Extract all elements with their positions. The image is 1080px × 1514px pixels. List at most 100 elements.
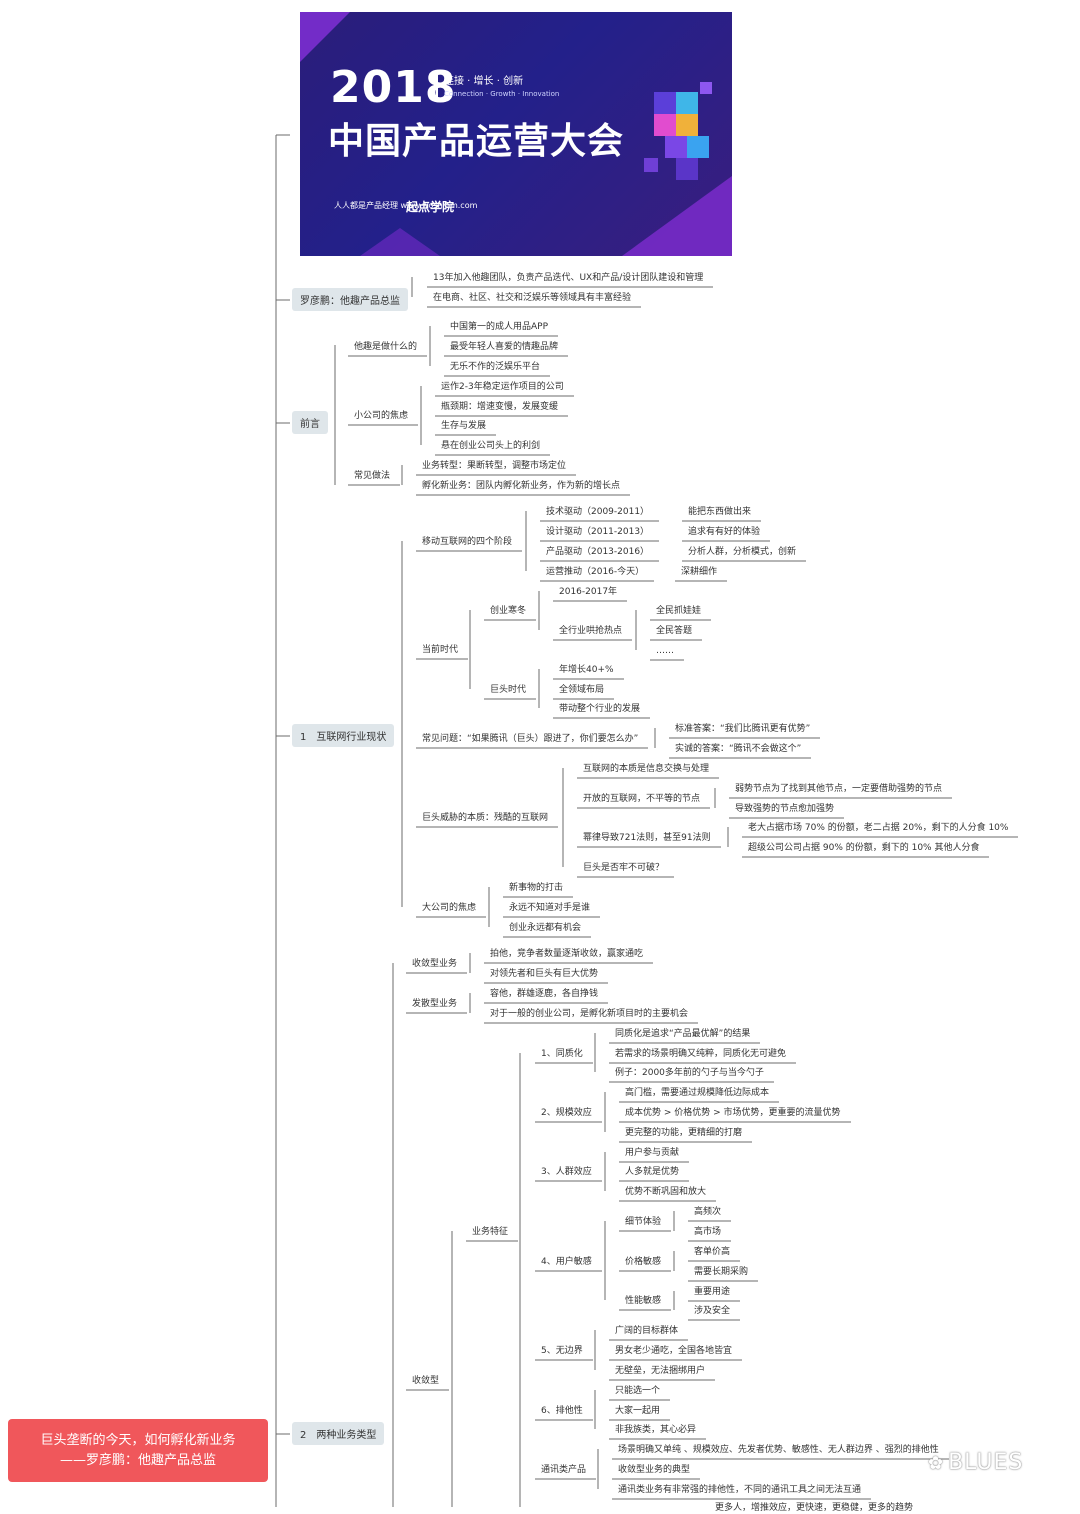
law-label[interactable]: 幂律导致721法则，甚至91法则 bbox=[583, 833, 711, 843]
giant-label[interactable]: 巨头时代 bbox=[490, 685, 527, 695]
main-node-preface[interactable]: 前言 bbox=[292, 411, 328, 434]
open-item: 弱势节点为了找到其他节点，一定要借助强势的节点 bbox=[735, 784, 943, 794]
banner-divider bbox=[436, 72, 438, 100]
title-line-1: 巨头垄断的今天，如何孵化新业务 bbox=[40, 1433, 236, 1448]
comm-item: 场景明确又单纯 、规模效应、先发者优势、敏感性、无人群边界 、强烈的排他性 bbox=[618, 1445, 939, 1455]
feature-item: 用户参与贡献 bbox=[625, 1148, 680, 1158]
feature-label[interactable]: 1、同质化 bbox=[541, 1049, 583, 1059]
sensitivity-item: 高市场 bbox=[694, 1227, 722, 1237]
giant-item: 全领域布局 bbox=[559, 685, 605, 695]
banner-slogan: 连接 · 增长 · 创新 bbox=[444, 76, 524, 87]
question-label[interactable]: 常见问题：“如果腾讯（巨头）跟进了，你们要怎么办” bbox=[422, 734, 639, 744]
converge-label[interactable]: 收敛型业务 bbox=[412, 959, 458, 969]
banner-decoration bbox=[622, 176, 732, 256]
preface-small-item: 运作2-3年稳定运作项目的公司 bbox=[441, 382, 564, 392]
feature-item: 同质化是追求“产品最优解”的结果 bbox=[615, 1029, 751, 1039]
hotspot-item: 全民答题 bbox=[656, 626, 693, 636]
sensitivity-label[interactable]: 细节体验 bbox=[625, 1217, 662, 1227]
comm-label[interactable]: 通讯类产品 bbox=[541, 1465, 587, 1475]
sensitivity-item: 重要用途 bbox=[694, 1287, 731, 1297]
feature-item: 无壁垒，无法捆绑用户 bbox=[615, 1366, 706, 1376]
big-label[interactable]: 大公司的焦虑 bbox=[422, 903, 477, 913]
feature-item: 广阔的目标群体 bbox=[615, 1326, 679, 1336]
giant-item: 带动整个行业的发展 bbox=[559, 704, 641, 714]
feature-item: 若需求的场景明确又纯粹，同质化无可避免 bbox=[615, 1049, 787, 1059]
banner-logo-qidian: 起点学院 bbox=[406, 200, 455, 214]
preface-small-item: 悬在创业公司头上的利剑 bbox=[441, 441, 541, 451]
main-node-industry[interactable]: 1 互联网行业现状 bbox=[292, 724, 395, 747]
speaker-item: 13年加入他趣团队，负责产品迭代、UX和产品/设计团队建设和管理 bbox=[433, 273, 704, 283]
banner-year: 2018 bbox=[330, 62, 457, 113]
law-item: 超级公司公司占据 90% 的份额，剩下的 10% 其他人分食 bbox=[748, 843, 980, 853]
wechat-icon: ✿ bbox=[928, 1453, 945, 1474]
open-label[interactable]: 开放的互联网，不平等的节点 bbox=[583, 794, 701, 804]
features-label[interactable]: 业务特征 bbox=[472, 1227, 509, 1237]
feature-item: 优势不断巩固和放大 bbox=[625, 1187, 707, 1197]
stage-name: 技术驱动（2009-2011） bbox=[546, 507, 650, 517]
open-item: 导致强势的节点愈加强势 bbox=[735, 804, 835, 814]
stage-name: 产品驱动（2013-2016） bbox=[546, 547, 650, 557]
feature-label[interactable]: 2、规模效应 bbox=[541, 1108, 592, 1118]
threat-label[interactable]: 巨头威胁的本质：残酷的互联网 bbox=[422, 813, 549, 823]
comm-item-cut: 更多人，增推效应，更快速，更稳健，更多的趋势 bbox=[715, 1503, 914, 1513]
main-node-business-types[interactable]: 2 两种业务类型 bbox=[292, 1422, 385, 1445]
preface-what-label[interactable]: 他趣是做什么的 bbox=[354, 342, 418, 352]
threat-question: 巨头是否牢不可破？ bbox=[583, 863, 665, 873]
stage-name: 运营推动（2016-今天） bbox=[546, 567, 645, 577]
feature-label[interactable]: 5、无边界 bbox=[541, 1346, 583, 1356]
stages-label[interactable]: 移动互联网的四个阶段 bbox=[422, 537, 513, 547]
comm-item: 收敛型业务的典型 bbox=[618, 1465, 691, 1475]
preface-small-item: 瓶颈期：增速变慢，发展变缓 bbox=[441, 402, 559, 412]
winter-year: 2016-2017年 bbox=[559, 587, 618, 597]
preface-what-item: 中国第一的成人用品APP bbox=[450, 322, 549, 332]
feature-item: 男女老少通吃，全国各地皆宜 bbox=[615, 1346, 733, 1356]
sensitivity-item: 需要长期采购 bbox=[694, 1267, 749, 1277]
feature-item: 只能选一个 bbox=[615, 1386, 661, 1396]
diverge-label[interactable]: 发散型业务 bbox=[412, 999, 458, 1009]
hotspot-label[interactable]: 全行业哄抢热点 bbox=[559, 626, 623, 636]
feature-label[interactable]: 4、用户敏感 bbox=[541, 1257, 592, 1267]
stage-name: 设计驱动（2011-2013） bbox=[546, 527, 650, 537]
sensitivity-label[interactable]: 价格敏感 bbox=[625, 1257, 662, 1267]
cube-logo-icon bbox=[644, 82, 712, 180]
conference-banner: 2018 连接 · 增长 · 创新 Connection · Growth · … bbox=[300, 12, 732, 256]
diverge-item: 对于一般的创业公司，是孵化新项目时的主要机会 bbox=[490, 1009, 689, 1019]
hotspot-item: 全民抓娃娃 bbox=[656, 606, 702, 616]
winter-label[interactable]: 创业寒冬 bbox=[490, 606, 527, 616]
converge-type-label[interactable]: 收敛型 bbox=[412, 1376, 440, 1386]
speaker-item: 在电商、社区、社交和泛娱乐等领域具有丰富经验 bbox=[433, 293, 632, 303]
banner-title: 中国产品运营大会 bbox=[328, 121, 625, 162]
watermark-text: BLUES bbox=[948, 1450, 1024, 1475]
stage-desc: 深耕细作 bbox=[681, 567, 718, 577]
feature-item: 人多就是优势 bbox=[625, 1167, 680, 1177]
feature-item: 成本优势 > 价格优势 > 市场优势，更重要的流量优势 bbox=[625, 1108, 841, 1118]
feature-label[interactable]: 6、排他性 bbox=[541, 1406, 583, 1416]
sensitivity-item: 高频次 bbox=[694, 1207, 722, 1217]
preface-small-item: 生存与发展 bbox=[441, 421, 487, 431]
preface-common-label[interactable]: 常见做法 bbox=[354, 471, 391, 481]
feature-item: 高门槛，需要通过规模降低边际成本 bbox=[625, 1088, 770, 1098]
threat-item: 互联网的本质是信息交换与处理 bbox=[583, 764, 710, 774]
feature-item: 更完整的功能，更精细的打磨 bbox=[625, 1128, 743, 1138]
big-item: 创业永远都有机会 bbox=[509, 923, 582, 933]
hotspot-item: …… bbox=[656, 646, 674, 656]
preface-what-item: 无乐不作的泛娱乐平台 bbox=[450, 362, 541, 372]
sensitivity-label[interactable]: 性能敏感 bbox=[625, 1296, 662, 1306]
preface-small-label[interactable]: 小公司的焦虑 bbox=[354, 411, 409, 421]
stage-desc: 追求有有好的体验 bbox=[688, 527, 761, 537]
feature-item: 大家一起用 bbox=[615, 1406, 661, 1416]
banner-decoration bbox=[300, 12, 360, 72]
comm-item: 通讯类业务有非常强的排他性，不同的通讯工具之间无法互通 bbox=[618, 1485, 862, 1495]
era-label[interactable]: 当前时代 bbox=[422, 645, 459, 655]
sensitivity-item: 涉及安全 bbox=[694, 1306, 731, 1316]
answer-item: 标准答案：“我们比腾讯更有优势” bbox=[675, 724, 811, 734]
article-title-card: 巨头垄断的今天，如何孵化新业务 ——罗彦鹏：他趣产品总监 bbox=[8, 1419, 268, 1482]
stage-desc: 分析人群，分析模式，创新 bbox=[688, 547, 797, 557]
feature-item: 例子：2000多年前的勺子与当今勺子 bbox=[615, 1068, 764, 1078]
feature-label[interactable]: 3、人群效应 bbox=[541, 1167, 592, 1177]
banner-decoration bbox=[360, 228, 440, 256]
diverge-item: 容他，群雄逐鹿，各自挣钱 bbox=[490, 989, 599, 999]
converge-item: 对领先者和巨头有巨大优势 bbox=[490, 969, 599, 979]
main-node-speaker[interactable]: 罗彦鹏：他趣产品总监 bbox=[292, 288, 408, 311]
